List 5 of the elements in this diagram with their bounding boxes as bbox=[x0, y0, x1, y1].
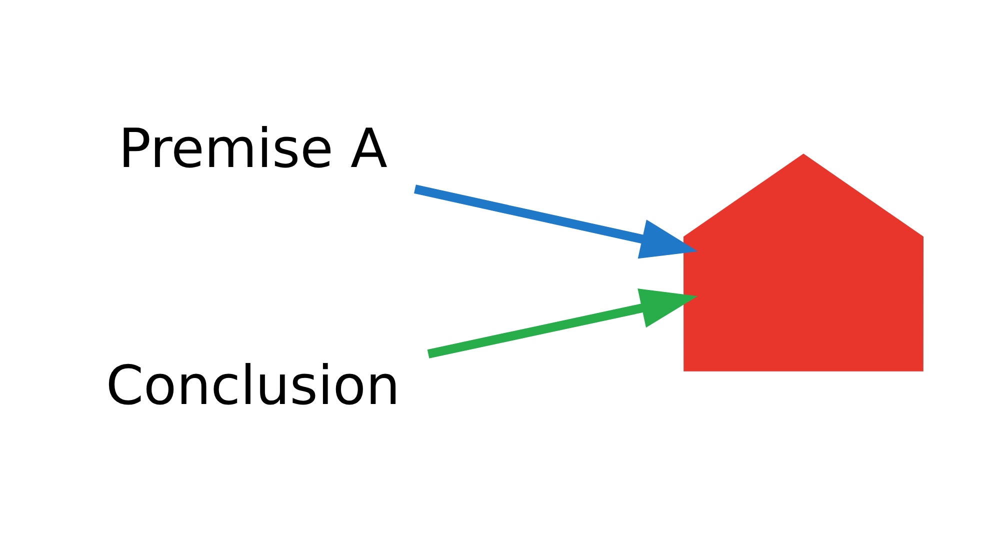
picture bbox=[683, 154, 923, 372]
arrow bbox=[414, 184, 698, 259]
node-text: Conclusion bbox=[105, 354, 400, 418]
arrow bbox=[426, 288, 698, 358]
node-text: Premise A bbox=[118, 117, 387, 180]
